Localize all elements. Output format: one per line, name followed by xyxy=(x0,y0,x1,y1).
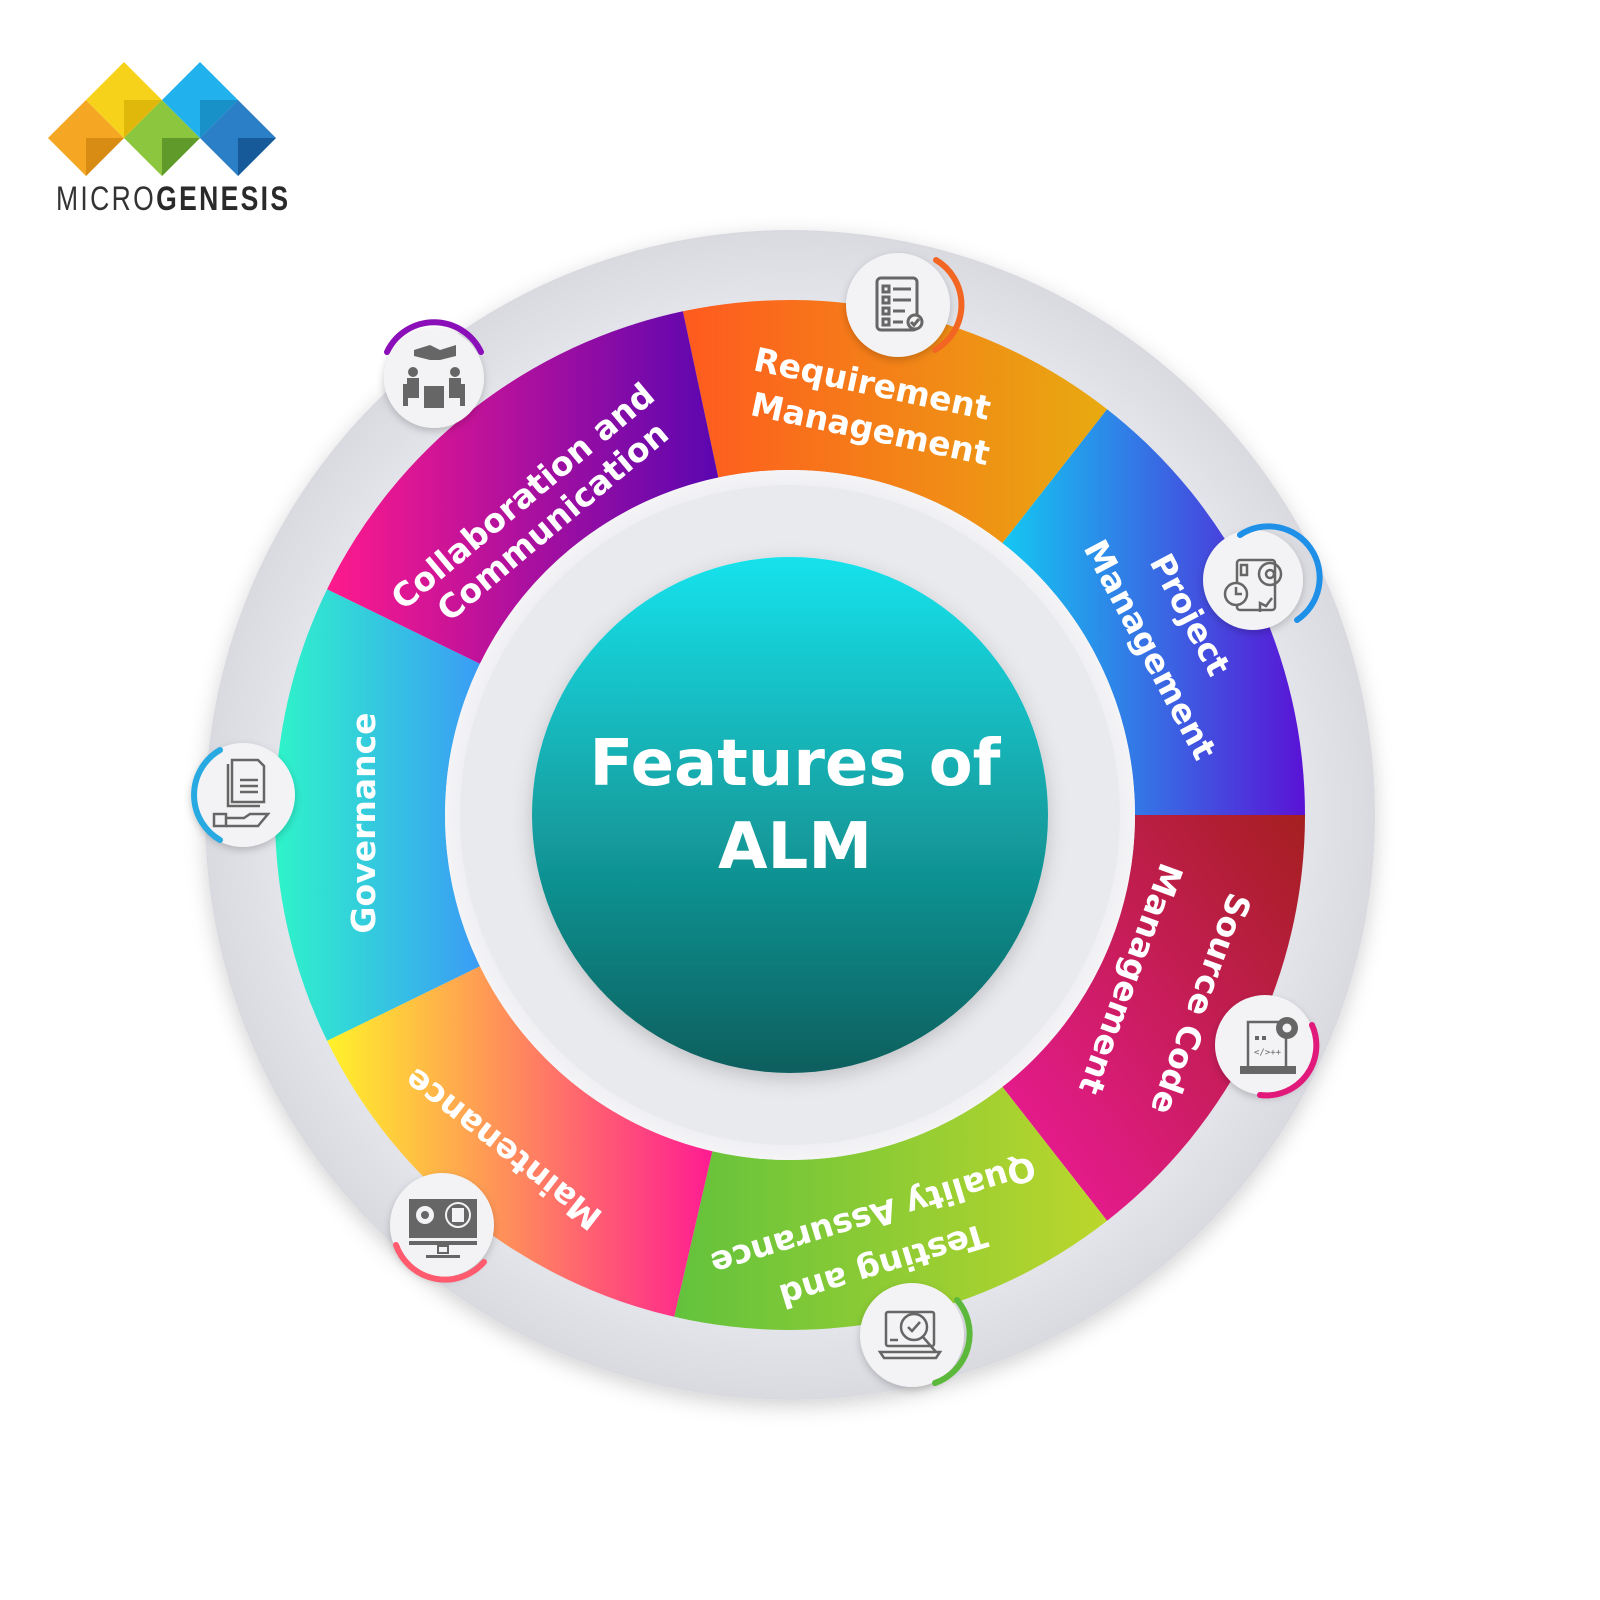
segment-source-code[interactable] xyxy=(1002,815,1305,1221)
accent-arc xyxy=(932,257,965,353)
badge-testing[interactable] xyxy=(860,1283,973,1387)
segment-collaboration[interactable] xyxy=(327,311,719,664)
brand-name: MICROGENESIS xyxy=(56,180,290,219)
microgenesis-logo xyxy=(48,60,278,220)
brand-name-light: MICRO xyxy=(56,180,157,218)
badge-source-code[interactable]: </>++ xyxy=(1215,995,1320,1099)
badge-requirement[interactable] xyxy=(846,253,965,357)
segment-governance[interactable] xyxy=(274,589,480,1041)
badge-governance[interactable] xyxy=(191,743,295,847)
code-laptop-gear-icon: </>++ xyxy=(1240,1017,1298,1074)
monitor-gear-database-icon xyxy=(409,1199,477,1258)
checklist-icon xyxy=(875,276,924,332)
project-schedule-gear-icon xyxy=(1223,558,1283,612)
logo-diamonds-icon xyxy=(48,62,276,176)
center-title-line1: Features of xyxy=(589,727,1001,801)
center-title-line2: ALM xyxy=(718,810,872,884)
accent-arc xyxy=(191,747,223,843)
handshake-meeting-icon xyxy=(403,345,465,408)
document-hand-icon xyxy=(212,758,271,828)
accent-arc xyxy=(1237,523,1323,623)
accent-arc xyxy=(393,1242,487,1283)
brand-name-bold: GENESIS xyxy=(156,180,291,218)
badge-collaboration[interactable] xyxy=(384,319,484,428)
label-governance: Governance xyxy=(344,712,383,933)
segment-testing[interactable] xyxy=(674,1086,1108,1330)
accent-arc xyxy=(384,319,484,355)
badge-maintenance[interactable] xyxy=(390,1173,494,1283)
laptop-magnifier-check-icon xyxy=(877,1310,943,1360)
center-disc xyxy=(532,557,1048,1073)
badge-project[interactable] xyxy=(1203,523,1323,630)
segment-maintenance[interactable] xyxy=(327,966,713,1317)
accent-arc xyxy=(932,1297,973,1386)
segment-project[interactable] xyxy=(1002,409,1305,815)
svg-text:</>++: </>++ xyxy=(1254,1048,1282,1058)
segment-requirement[interactable] xyxy=(682,300,1108,544)
accent-arc xyxy=(1257,1022,1320,1099)
governance-line1: Governance xyxy=(344,712,383,933)
